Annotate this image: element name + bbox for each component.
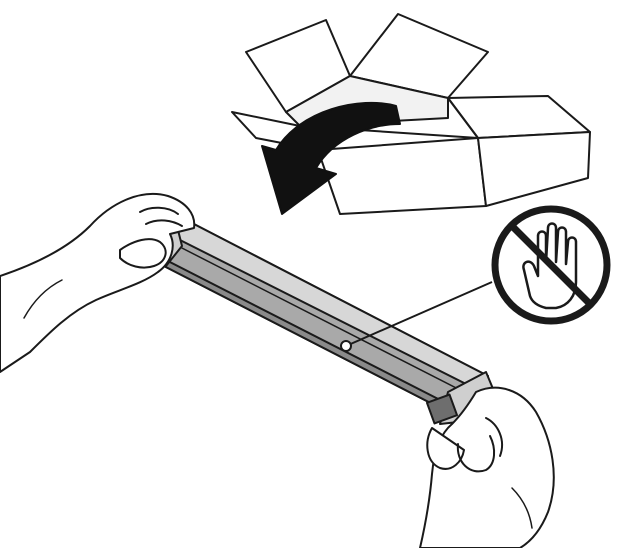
- box-front-face: [318, 138, 486, 214]
- box-side-face: [478, 132, 590, 206]
- left-hand: [0, 194, 194, 372]
- toner-cartridge: [148, 222, 496, 424]
- do-not-touch-sign: [495, 209, 607, 321]
- cartridge-ridge: [178, 246, 468, 394]
- callout-dot: [341, 341, 351, 351]
- box-right-flap: [448, 96, 590, 138]
